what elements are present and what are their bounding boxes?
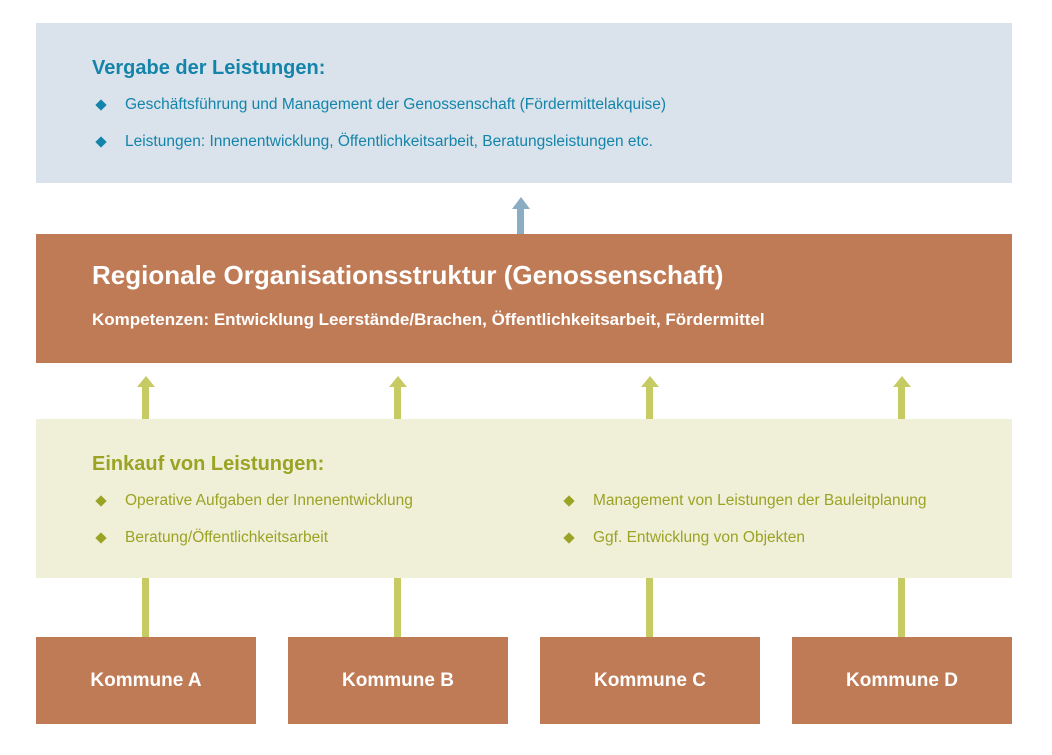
arrow-up-icon <box>641 376 659 387</box>
kommune-b-box: Kommune B <box>288 637 508 724</box>
kommune-b-label: Kommune B <box>342 669 454 691</box>
arrow-up-icon <box>893 376 911 387</box>
kommune-c-box: Kommune C <box>540 637 760 724</box>
vergabe-bullet-2-text: Leistungen: Innenentwicklung, Öffentlich… <box>125 133 653 150</box>
diamond-bullet-icon <box>95 99 107 111</box>
vergabe-box: Vergabe der Leistungen: Geschäftsführung… <box>36 23 1012 183</box>
einkauf-box: Einkauf von Leistungen: Operative Aufgab… <box>36 419 1012 578</box>
organisation-title: Regionale Organisationsstruktur (Genosse… <box>92 260 724 290</box>
einkauf-bullet-right-2-text: Ggf. Entwicklung von Objekten <box>593 529 805 546</box>
arrow-up-icon <box>512 197 530 209</box>
diamond-bullet-icon <box>95 495 107 507</box>
connector-line <box>646 578 653 637</box>
einkauf-heading: Einkauf von Leistungen: <box>92 453 325 475</box>
organisation-subtitle: Kompetenzen: Entwicklung Leerstände/Brac… <box>92 310 765 329</box>
diamond-bullet-icon <box>95 136 107 148</box>
connector-line <box>142 578 149 637</box>
kommune-a-label: Kommune A <box>90 669 202 691</box>
arrow-shaft <box>394 386 401 419</box>
organisation-box: Regionale Organisationsstruktur (Genosse… <box>36 234 1012 363</box>
einkauf-bullet-left-2: Beratung/Öffentlichkeitsarbeit <box>95 528 329 548</box>
diamond-bullet-icon <box>95 532 107 544</box>
einkauf-bullet-left-2-text: Beratung/Öffentlichkeitsarbeit <box>125 529 329 546</box>
kommune-d-box: Kommune D <box>792 637 1012 724</box>
arrow-shaft <box>142 386 149 419</box>
arrow-shaft <box>646 386 653 419</box>
einkauf-bullet-right-1-text: Management von Leistungen der Bauleitpla… <box>593 492 927 509</box>
diamond-bullet-icon <box>563 532 575 544</box>
kommune-c-label: Kommune C <box>594 669 706 691</box>
vergabe-bullet-2: Leistungen: Innenentwicklung, Öffentlich… <box>95 132 653 152</box>
diamond-bullet-icon <box>563 495 575 507</box>
einkauf-bullet-right-1: Management von Leistungen der Bauleitpla… <box>563 491 927 511</box>
vergabe-bullet-1-text: Geschäftsführung und Management der Geno… <box>125 96 667 113</box>
arrow-shaft <box>898 386 905 419</box>
vergabe-bullet-1: Geschäftsführung und Management der Geno… <box>95 95 667 115</box>
einkauf-bullet-right-2: Ggf. Entwicklung von Objekten <box>563 528 805 548</box>
vergabe-heading: Vergabe der Leistungen: <box>92 57 326 79</box>
connector-line <box>898 578 905 637</box>
arrow-up-icon <box>137 376 155 387</box>
arrow-shaft <box>517 208 524 234</box>
arrow-up-icon <box>389 376 407 387</box>
connector-line <box>394 578 401 637</box>
einkauf-bullet-left-1-text: Operative Aufgaben der Innenentwicklung <box>125 492 413 509</box>
kommune-d-label: Kommune D <box>846 669 958 691</box>
einkauf-bullet-left-1: Operative Aufgaben der Innenentwicklung <box>95 491 413 511</box>
kommune-a-box: Kommune A <box>36 637 256 724</box>
